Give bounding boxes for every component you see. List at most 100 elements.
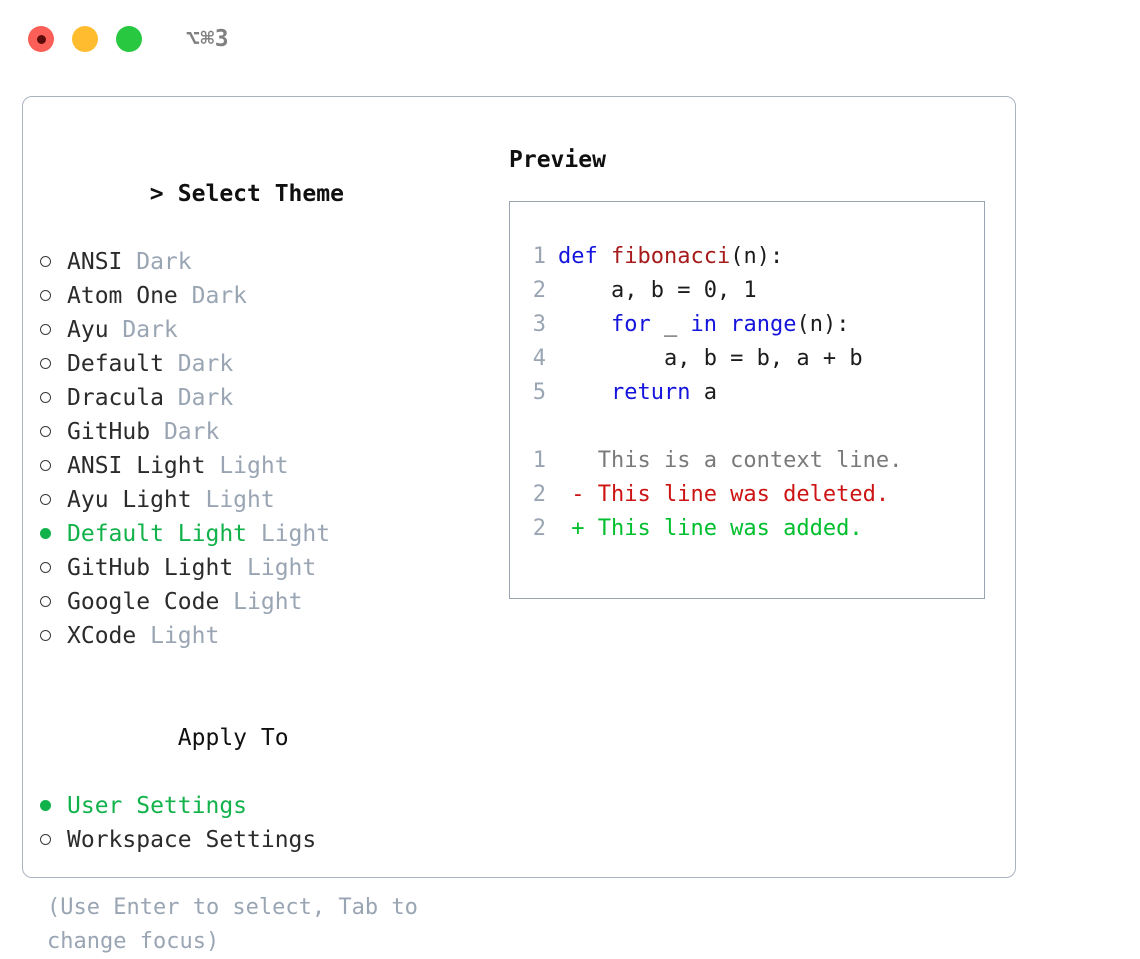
code-token-plain <box>558 312 611 337</box>
option-badge: Light <box>205 453 289 479</box>
theme-option-xcode[interactable]: XCode Light <box>39 619 493 653</box>
maximize-window-button[interactable] <box>116 26 142 52</box>
code-line-text: a, b = b, a + b <box>558 342 863 376</box>
minimize-window-button[interactable] <box>72 26 98 52</box>
theme-option-ansi-light[interactable]: ANSI Light Light <box>39 449 493 483</box>
option-label: Atom One <box>67 283 178 309</box>
keyboard-shortcut-label: ⌥⌘3 <box>186 26 230 52</box>
line-number: 2 <box>532 516 546 541</box>
option-label: ANSI Light <box>67 453 206 479</box>
option-badge: Dark <box>122 249 192 275</box>
line-number: 5 <box>532 380 546 405</box>
code-token-kw: return <box>610 380 691 405</box>
option-badge: Dark <box>163 385 234 411</box>
diff-line-text: This is a context line. <box>558 448 903 473</box>
apply-to-heading-label: Apply To <box>177 725 289 751</box>
option-label: Ayu Light <box>67 487 192 513</box>
radio-unselected-icon <box>39 449 67 483</box>
option-label: XCode <box>67 623 137 649</box>
theme-option-default-light[interactable]: Default Light Light <box>39 517 493 551</box>
theme-option-ansi[interactable]: ANSI Dark <box>39 245 493 279</box>
section-spacer <box>39 653 493 687</box>
option-label: ANSI <box>67 249 123 275</box>
close-window-button[interactable] <box>28 26 54 52</box>
radio-unselected-icon <box>39 585 67 619</box>
radio-unselected-icon <box>39 381 67 415</box>
apply-option-user-settings[interactable]: User Settings <box>39 789 493 823</box>
code-token-kw: def <box>558 244 611 269</box>
code-token-plain: (n): <box>730 244 784 269</box>
option-label: Dracula <box>67 385 164 411</box>
theme-option-default[interactable]: Default Dark <box>39 347 493 381</box>
theme-option-dracula[interactable]: Dracula Dark <box>39 381 493 415</box>
code-token-plain: (n): <box>796 312 850 337</box>
radio-selected-icon <box>39 517 67 551</box>
line-number: 4 <box>532 346 546 371</box>
apply-to-heading: >Apply To <box>39 687 493 789</box>
line-number: 1 <box>532 244 546 269</box>
code-line-text: a, b = 0, 1 <box>558 274 757 308</box>
code-line: 4 a, b = b, a + b <box>510 342 984 376</box>
theme-option-github[interactable]: GitHub Dark <box>39 415 493 449</box>
window-controls <box>28 26 142 52</box>
diff-line-add: 2 + This line was added. <box>510 512 984 546</box>
option-badge: Dark <box>108 317 178 343</box>
code-token-plain <box>717 312 730 337</box>
diff-line-text: + This line was added. <box>558 516 863 541</box>
radio-unselected-icon <box>39 619 67 653</box>
code-line-text: for _ in range(n): <box>558 308 849 342</box>
focus-caret-icon: > <box>149 181 164 207</box>
radio-unselected-icon <box>39 279 67 313</box>
line-number: 2 <box>532 482 546 507</box>
option-label: Ayu <box>67 317 109 343</box>
option-label: Workspace Settings <box>67 827 317 853</box>
option-label: Google Code <box>67 589 220 615</box>
diff-line-text: - This line was deleted. <box>558 482 890 507</box>
radio-unselected-icon <box>39 245 67 279</box>
diff-line-del: 2 - This line was deleted. <box>510 478 984 512</box>
option-badge: Light <box>136 623 220 649</box>
radio-unselected-icon <box>39 483 67 517</box>
line-number: 3 <box>532 312 546 337</box>
line-number: 1 <box>532 448 546 473</box>
option-badge: Dark <box>163 351 234 377</box>
option-badge: Dark <box>177 283 248 309</box>
keyboard-hint-text: (Use Enter to select, Tab to change focu… <box>47 895 418 954</box>
theme-option-github-light[interactable]: GitHub Light Light <box>39 551 493 585</box>
theme-option-atom-one[interactable]: Atom One Dark <box>39 279 493 313</box>
radio-unselected-icon <box>39 415 67 449</box>
apply-option-workspace-settings[interactable]: Workspace Settings <box>39 823 493 857</box>
code-line-text: return a <box>558 376 717 410</box>
option-badge: Light <box>219 589 303 615</box>
theme-option-ayu-light[interactable]: Ayu Light Light <box>39 483 493 517</box>
theme-option-google-code[interactable]: Google Code Light <box>39 585 493 619</box>
option-label: Default Light <box>67 521 248 547</box>
code-line: 5 return a <box>510 376 984 410</box>
code-token-kw: range <box>730 312 797 337</box>
theme-option-ayu[interactable]: Ayu Dark <box>39 313 493 347</box>
code-diff-spacer <box>510 410 984 444</box>
code-line: 3 for _ in range(n): <box>510 308 984 342</box>
code-line-text: def fibonacci(n): <box>558 240 783 274</box>
option-label: GitHub <box>67 419 151 445</box>
radio-unselected-icon <box>39 551 67 585</box>
code-token-kw: in <box>690 312 717 337</box>
code-line: 2 a, b = 0, 1 <box>510 274 984 308</box>
code-token-plain: _ <box>650 312 691 337</box>
radio-unselected-icon <box>39 347 67 381</box>
line-number: 2 <box>532 278 546 303</box>
select-theme-heading-label: Select Theme <box>177 181 344 207</box>
diff-line-ctx: 1 This is a context line. <box>510 444 984 478</box>
title-bar: ⌥⌘3 <box>0 0 1140 78</box>
code-token-plain: a, b = 0, 1 <box>558 278 757 303</box>
option-badge: Light <box>191 487 275 513</box>
option-badge: Dark <box>150 419 220 445</box>
code-token-plain: a, b = b, a + b <box>558 346 863 371</box>
